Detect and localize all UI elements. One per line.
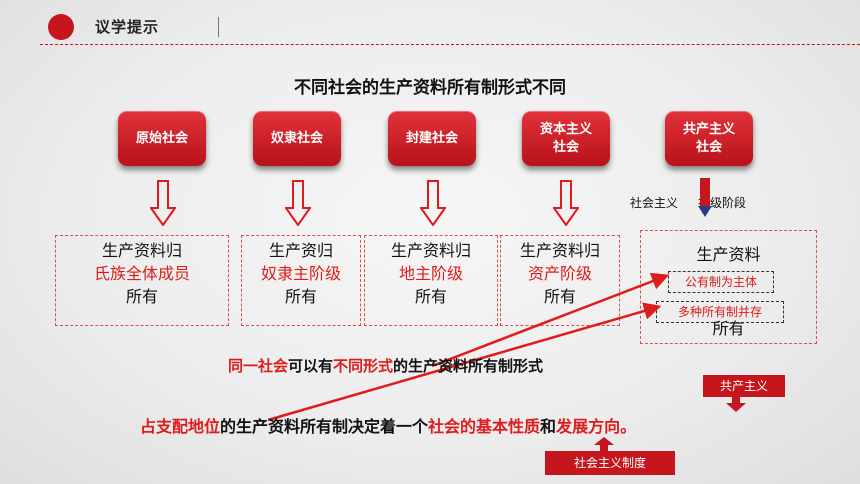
- header-divider: [218, 17, 219, 37]
- society-feudal-button[interactable]: 封建社会: [388, 111, 476, 166]
- society-slave-button[interactable]: 奴隶社会: [253, 111, 341, 166]
- stage-label: 社会主义初级阶段: [630, 196, 747, 210]
- society-capitalist-button[interactable]: 资本主义 社会: [522, 111, 610, 166]
- down-arrow-icon: [420, 180, 446, 226]
- ownership-box-slave: 生产资归 奴隶主阶级 所有: [241, 235, 361, 326]
- sentence-dominant-ownership: 占支配地位的生产资料所有制决定着一个社会的基本性质和发展方向。: [140, 417, 637, 436]
- header-dashed-line: [40, 44, 860, 45]
- socialist-system-tag: 社会主义制度: [545, 451, 675, 475]
- ownership-box-feudal: 生产资料归 地主阶级 所有: [364, 235, 498, 326]
- header-dot-icon: [48, 14, 74, 40]
- down-arrow-icon: [553, 180, 579, 226]
- stage-arrow-icon: [698, 178, 712, 217]
- communism-tag: 共产主义: [703, 375, 785, 397]
- down-arrow-icon: [150, 180, 176, 226]
- ownership-box-capitalist: 生产资料归 资产阶级 所有: [500, 235, 620, 326]
- down-arrow-icon: [285, 180, 311, 226]
- down-arrow-icon: [726, 397, 746, 412]
- ownership-box-primitive: 生产资料归 氏族全体成员 所有: [55, 235, 229, 326]
- page-header-title: 议学提示: [95, 18, 160, 36]
- up-arrow-icon: [594, 437, 614, 451]
- society-communist-button[interactable]: 共产主义 社会: [665, 111, 753, 166]
- main-title: 不同社会的生产资料所有制形式不同: [294, 78, 566, 98]
- sentence-same-society: 同一社会可以有不同形式的生产资料所有制形式: [228, 357, 544, 375]
- society-primitive-button[interactable]: 原始社会: [118, 111, 206, 166]
